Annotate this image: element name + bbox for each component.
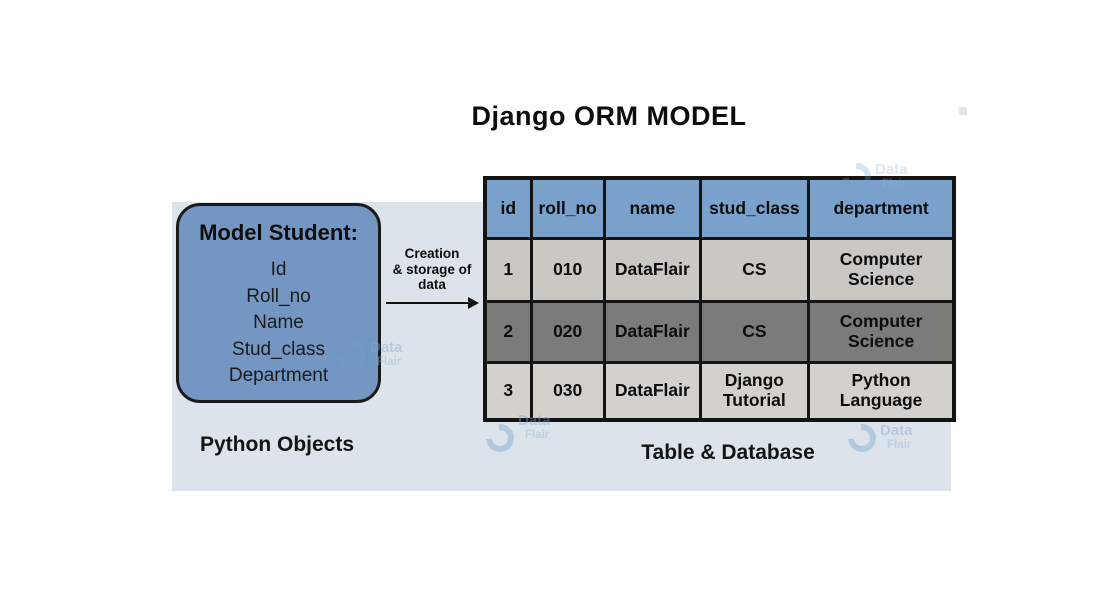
watermark-line2: Flair [377, 356, 402, 368]
watermark-line1: Data [880, 422, 913, 439]
watermark-line1: Data [875, 161, 908, 178]
database-table: id roll_no name stud_class department 1 … [483, 176, 957, 422]
watermark: Data Flair [480, 412, 551, 458]
arrow-label-line1: Creation [404, 246, 460, 261]
arrow-label-line2: & storage of [392, 261, 472, 277]
column-header-stud-class: stud_class [698, 176, 810, 240]
model-box-title: Model Student: [199, 220, 358, 245]
watermark-line2: Flair [525, 429, 550, 441]
watermark-text: Data Flair [518, 412, 551, 442]
watermark-text: Data Flair [875, 161, 908, 191]
watermark-text: Data Flair [370, 339, 403, 369]
table-row: 3 030 DataFlair Django Tutorial Python L… [483, 360, 956, 422]
column-header-name: name [602, 176, 702, 240]
column-header-roll-no: roll_no [529, 176, 606, 240]
table-cell: 2 [483, 299, 533, 364]
arrow-line [386, 302, 470, 304]
watermark: Data Flair [332, 335, 403, 375]
diagram-title: Django ORM MODEL [471, 101, 747, 131]
arrow-label-line3: data [418, 277, 446, 292]
watermark-line2: Flair [887, 439, 912, 451]
table-cell: DataFlair [602, 236, 702, 303]
watermark-line1: Data [370, 339, 403, 356]
table-cell: DataFlair [602, 360, 702, 422]
table-cell: Computer Science [806, 299, 956, 364]
table-cell: Computer Science [806, 236, 956, 303]
table-cell: CS [698, 236, 810, 303]
model-field-name: Name [253, 312, 304, 333]
table-cell: Django Tutorial [698, 360, 810, 422]
table-cell: 1 [483, 236, 533, 303]
table-cell: CS [698, 299, 810, 364]
screenshot-artifact [959, 107, 967, 115]
table-header-row: id roll_no name stud_class department [483, 176, 956, 240]
table-cell: DataFlair [602, 299, 702, 364]
model-field-list: Id Roll_no Name Stud_class Department [229, 257, 328, 390]
table-row: 1 010 DataFlair CS Computer Science [483, 236, 956, 303]
table-cell: 3 [483, 360, 533, 422]
table-cell: 030 [529, 360, 606, 422]
table-database-caption: Table & Database [641, 441, 815, 464]
model-field-department: Department [228, 365, 329, 386]
watermark: Data Flair [837, 157, 908, 197]
dataflair-logo-icon [837, 157, 877, 197]
arrow-label: Creation & storage of data [381, 246, 483, 293]
dataflair-logo-icon [480, 418, 520, 458]
watermark: Data Flair [842, 418, 913, 458]
model-field-stud-class: Stud_class [232, 338, 325, 360]
table-cell: Python Language [806, 360, 956, 422]
table-cell: 020 [529, 299, 606, 364]
dataflair-logo-icon [842, 418, 882, 458]
model-student-box: Model Student: Id Roll_no Name Stud_clas… [176, 203, 381, 403]
watermark-line1: Data [518, 412, 551, 429]
table-cell: 010 [529, 236, 606, 303]
column-header-department: department [806, 176, 956, 240]
python-objects-caption: Python Objects [199, 433, 355, 456]
column-header-id: id [483, 176, 533, 240]
watermark-line2: Flair [882, 178, 907, 190]
dataflair-logo-icon [332, 335, 372, 375]
table-row: 2 020 DataFlair CS Computer Science [483, 299, 956, 364]
arrow-head-icon [468, 297, 479, 309]
watermark-text: Data Flair [880, 422, 913, 452]
model-field-id: Id [270, 259, 287, 280]
model-field-roll-no: Roll_no [246, 285, 311, 307]
